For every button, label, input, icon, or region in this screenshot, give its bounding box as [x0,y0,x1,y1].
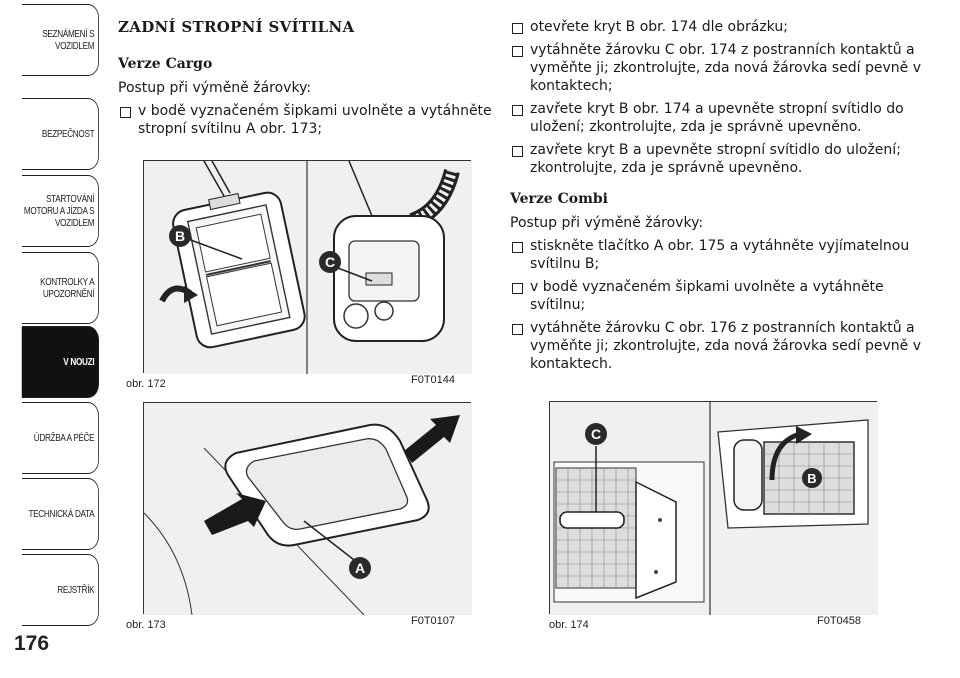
lamp-housing-illustration: B C [144,161,472,374]
arrow-right-icon [404,415,460,463]
label-c: C [591,426,601,442]
bullet-list-bottom: stiskněte tlačítko A obr. 175 a vytáhnět… [510,237,930,373]
bullet-list-top: otevřete kryt B obr. 174 dle obrázku; vy… [510,18,930,177]
figure-172: B C [143,160,472,374]
label-a-badge [349,557,371,579]
tab-udrzba[interactable]: ÚDRŽBA A PÉČE [21,402,99,474]
tab-rejstrik[interactable]: REJSTŘÍK [21,554,99,626]
label-b: B [175,228,185,244]
label-b-badge [802,468,822,488]
list-item: otevřete kryt B obr. 174 dle obrázku; [510,18,930,36]
tab-startovani[interactable]: STARTOVÁNÍ MOTORU A JÍZDA S VOZIDLEM [21,175,99,247]
list-item: stiskněte tlačítko A obr. 175 a vytáhnět… [510,237,930,273]
tab-kontrolky[interactable]: KONTROLKY A UPOZORNĚNÍ [21,252,99,324]
caption-174: obr. 174 [549,619,589,631]
label-c: C [325,254,335,270]
figure-173: A [143,402,472,615]
rotate-arrow-icon [796,426,812,444]
code-173: F0T0107 [411,615,456,627]
arrow-left-icon [204,493,266,535]
code-174: F0T0458 [817,615,862,627]
list-item: v bodě vyznačeném šipkami uvolněte a vyt… [118,102,498,138]
list-item: vytáhněte žárovku C obr. 176 z postranní… [510,319,930,373]
intro-text: Postup při výměně žárovky: [118,80,312,96]
lamp-socket-illustration: C B [550,402,878,615]
section-title: ZADNÍ STROPNÍ SVÍTILNA [118,18,355,36]
left-column: ZADNÍ STROPNÍ SVÍTILNA Verze Cargo Postu… [118,18,498,143]
caption-173: obr. 173 [126,619,166,631]
tab-bezpecnost[interactable]: BEZPEČNOST [21,98,99,170]
figure-174: C B [549,401,878,615]
code-172: F0T0144 [411,374,456,386]
label-a: A [355,560,365,576]
intro-text-combi: Postup při výměně žárovky: [510,215,704,231]
label-b-badge [169,225,191,247]
list-item: zavřete kryt B a upevněte stropní svítid… [510,141,930,177]
list-item: vytáhněte žárovku C obr. 174 z postranní… [510,41,930,95]
list-item: zavřete kryt B obr. 174 a upevněte strop… [510,100,930,136]
label-c-badge [319,251,341,273]
tab-technicka-data[interactable]: TECHNICKÁ DATA [21,478,99,550]
subsection-cargo: Verze Cargo [118,56,213,72]
right-column: otevřete kryt B obr. 174 dle obrázku; vy… [510,18,930,378]
page-number: 176 [14,632,50,655]
tab-v-nouzi[interactable]: V NOUZI [21,326,99,398]
subsection-combi: Verze Combi [510,191,608,207]
list-item: v bodě vyznačeném šipkami uvolněte a vyt… [510,278,930,314]
bullet-list: v bodě vyznačeném šipkami uvolněte a vyt… [118,102,498,138]
caption-172: obr. 172 [126,378,166,390]
label-b: B [807,471,816,486]
tab-seznameni[interactable]: SEZNÁMENÍ S VOZIDLEM [21,4,99,76]
label-c-badge [585,423,607,445]
ceiling-lamp-illustration: A [144,403,472,615]
